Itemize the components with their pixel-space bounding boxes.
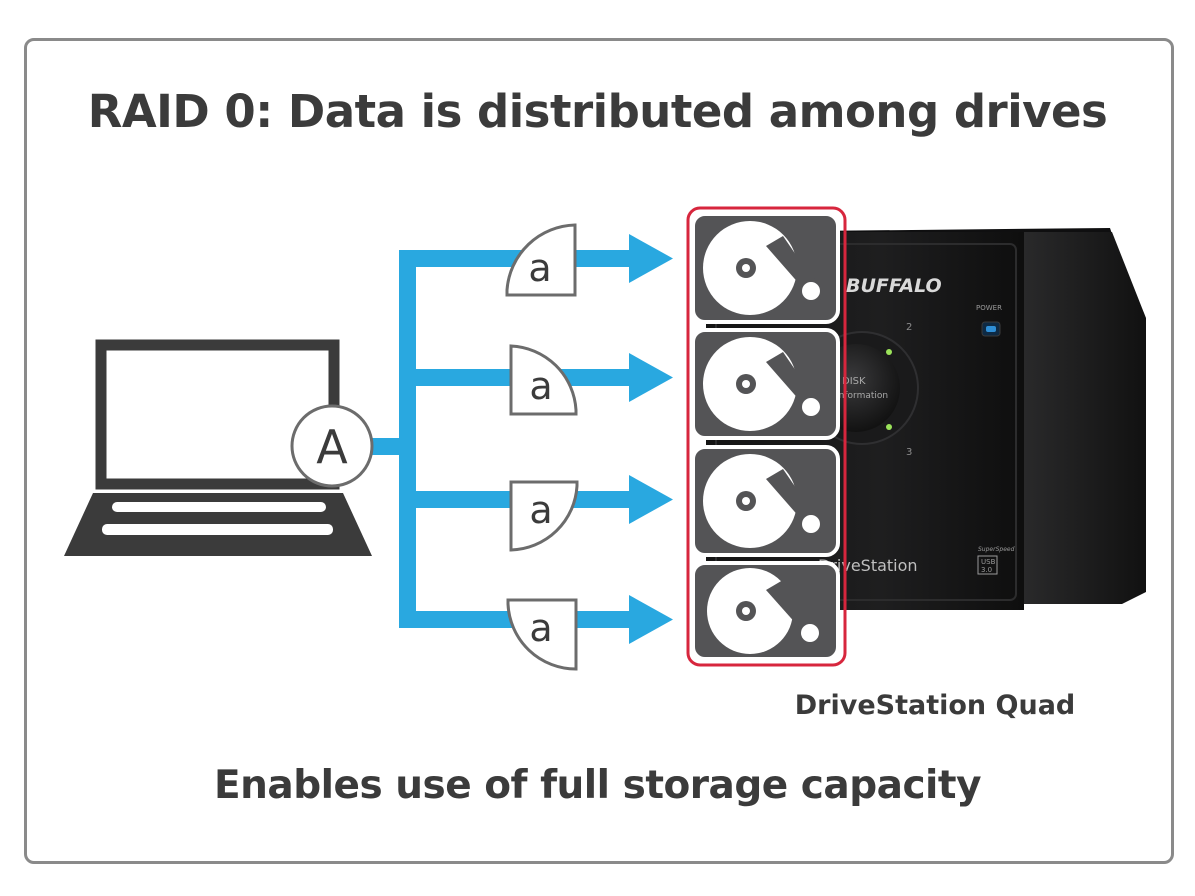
status-led-icon <box>886 424 892 430</box>
data-fragment-icon <box>505 223 577 297</box>
data-fragment-icon <box>509 480 579 552</box>
data-fragment-icon <box>506 598 578 671</box>
power-led-icon <box>986 326 996 332</box>
diagram-title: RAID 0: Data is distributed among drives <box>87 85 1108 138</box>
bay-label-2: 2 <box>906 322 912 333</box>
arrow-head-2 <box>629 353 673 402</box>
disk-arm <box>766 580 816 635</box>
device-panel-name: DriveStation <box>818 556 918 575</box>
brand-logo: BUFFALO <box>846 275 942 297</box>
info-button-label-line1: DISK <box>842 376 866 387</box>
data-fragment-label: a <box>529 606 552 650</box>
arrow-head-4 <box>629 595 673 644</box>
usb-badge-box <box>977 555 998 575</box>
disk-spindle-hole <box>742 264 750 272</box>
device-side-face <box>1020 232 1146 604</box>
usb-badge-line2: USB <box>981 558 996 566</box>
disk-arm-pivot <box>797 620 823 646</box>
laptop-keyboard-row <box>112 502 326 512</box>
disk-arm-pivot <box>798 394 824 420</box>
arrow-head-3 <box>629 475 673 524</box>
status-led-icon <box>886 349 892 355</box>
disk-arm-pivot <box>798 278 824 304</box>
drive-2 <box>691 328 840 440</box>
data-fragment-2: a <box>509 344 578 416</box>
device-name-label: DriveStation Quad <box>794 690 1076 721</box>
disk-spindle-hole <box>742 380 750 388</box>
trunk-line <box>399 250 416 628</box>
data-fragment-label: a <box>529 364 552 408</box>
data-fragment-3: a <box>509 480 579 552</box>
data-fragment-4: a <box>506 598 578 671</box>
data-fragment-label: a <box>529 488 552 532</box>
disk-arm-pivot <box>798 511 824 537</box>
laptop-keyboard-row <box>102 524 333 535</box>
power-label: POWER <box>976 304 1002 312</box>
data-fragment-label: a <box>528 246 551 290</box>
arrow-head-1 <box>629 234 673 283</box>
bay-label-3: 3 <box>906 447 912 458</box>
usb-badge-line3: 3.0 <box>981 566 992 574</box>
drive-4 <box>691 561 840 661</box>
disk-spindle-hole <box>742 607 750 615</box>
usb-badge-line1: SuperSpeed <box>978 546 1015 553</box>
source-data-circle <box>290 404 374 488</box>
source-data-icon: A <box>290 404 374 488</box>
drive-array-highlight <box>686 206 847 667</box>
drive-1 <box>691 212 840 324</box>
disk-spindle-hole <box>742 497 750 505</box>
drive-3 <box>691 445 840 557</box>
source-data-label: A <box>316 420 348 474</box>
data-fragment-1: a <box>505 223 577 297</box>
info-button-label-line2: Information <box>836 391 888 401</box>
data-fragment-icon <box>509 344 578 416</box>
diagram-caption: Enables use of full storage capacity <box>213 763 982 808</box>
